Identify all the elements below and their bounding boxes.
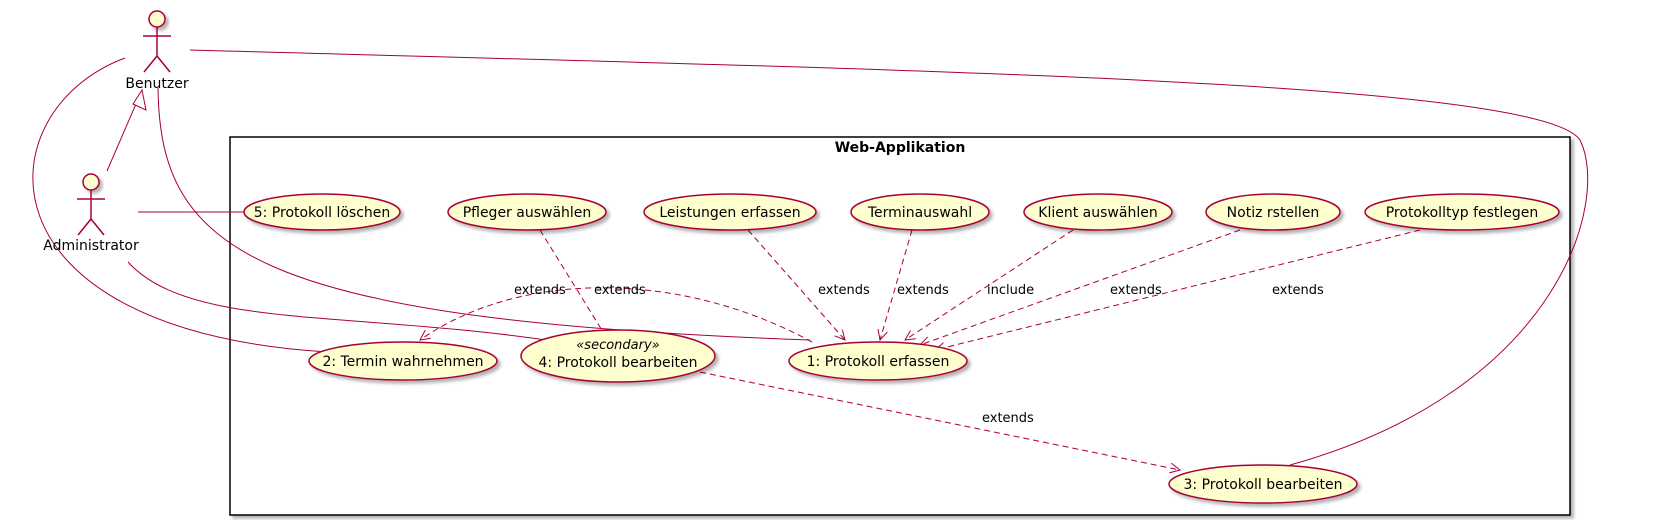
relation-leistungen-erfassen (747, 229, 845, 340)
relation-labels: extends extends extends extends include … (514, 283, 1324, 426)
label-termin-erfassen: extends (897, 283, 949, 298)
relation-pfleger-bearbeiten4 (539, 229, 608, 340)
label-bearbeiten4-bearbeiten3: extends (982, 411, 1034, 426)
usecase-klient-auswaehlen: Klient auswählen (1023, 193, 1173, 231)
usecase-label: 2: Termin wahrnehmen (322, 354, 483, 370)
usecase-label: 3: Protokoll bearbeiten (1184, 477, 1343, 493)
label-typ-erfassen: extends (1272, 283, 1324, 298)
usecase-label: Pfleger auswählen (463, 205, 592, 221)
actor-label: Benutzer (125, 76, 188, 92)
usecase-label: Protokolltyp festlegen (1386, 205, 1539, 221)
usecase-label: 5: Protokoll löschen (254, 205, 391, 221)
usecase-label: Leistungen erfassen (659, 205, 800, 221)
system-boundary: Web-Applikation (229, 136, 1571, 516)
generalization-arrowhead (132, 88, 147, 111)
label-pfleger-bearbeiten4: extends (594, 283, 646, 298)
usecase-notiz-rstellen: Notiz rstellen (1205, 193, 1341, 231)
relation-notiz-erfassen (920, 229, 1241, 345)
usecase-stereotype: «secondary» (576, 338, 659, 353)
stick-figure-icon (77, 173, 105, 236)
usecase-protokoll-loeschen: 5: Protokoll löschen (243, 193, 401, 231)
actor-label: Administrator (43, 238, 139, 254)
usecase-protokoll-bearbeiten-secondary: «secondary» 4: Protokoll bearbeiten (520, 329, 716, 383)
relation-adm-bearbeiten4 (127, 261, 561, 343)
usecase-pfleger-auswaehlen: Pfleger auswählen (447, 193, 607, 231)
usecase-protokolltyp-festlegen: Protokolltyp festlegen (1364, 193, 1560, 231)
actor-benutzer: Benutzer (125, 10, 189, 92)
relation-erfassen-wahrnehmen (420, 287, 813, 343)
usecase-termin-wahrnehmen: 2: Termin wahrnehmen (308, 341, 498, 381)
usecase-protokoll-erfassen: 1: Protokoll erfassen (788, 341, 968, 381)
relation-klient-erfassen (905, 229, 1074, 340)
label-erfassen-wahrnehmen: extends (514, 283, 566, 298)
relation-termin-erfassen (880, 229, 913, 340)
relation-ben-bearbeiten3 (189, 49, 1589, 466)
relation-typ-erfassen (935, 229, 1421, 350)
relation-ben-wahrnehmen (32, 57, 329, 353)
usecase-label: 1: Protokoll erfassen (807, 354, 950, 370)
usecase-label: Notiz rstellen (1227, 205, 1320, 221)
stick-figure-icon (143, 10, 171, 73)
usecase-leistungen-erfassen: Leistungen erfassen (643, 193, 817, 231)
usecase-protokoll-bearbeiten: 3: Protokoll bearbeiten (1168, 464, 1358, 504)
usecase-label: Terminauswahl (867, 205, 972, 221)
system-title: Web-Applikation (835, 140, 966, 156)
label-leistungen-erfassen: extends (818, 283, 870, 298)
actor-administrator: Administrator (43, 173, 139, 254)
relations (32, 49, 1589, 470)
relation-bearbeiten4-bearbeiten3 (699, 371, 1180, 470)
label-klient-erfassen: include (987, 283, 1034, 298)
usecase-label: Klient auswählen (1038, 205, 1157, 221)
usecase-label: 4: Protokoll bearbeiten (539, 355, 698, 371)
usecase-terminauswahl: Terminauswahl (850, 193, 990, 231)
relation-ben-erfassen (157, 87, 811, 341)
label-notiz-erfassen: extends (1110, 283, 1162, 298)
